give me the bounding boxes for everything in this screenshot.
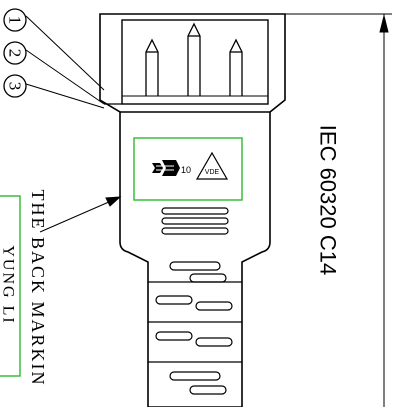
connector-type-label: IEC 60320 C14 (316, 125, 341, 275)
connector-body (99, 13, 286, 408)
pin-left (145, 38, 159, 96)
strain-relief (148, 261, 242, 395)
marking-leader-arrow (39, 196, 122, 233)
cert-logo-icon (152, 160, 180, 176)
pin-center (187, 22, 201, 96)
marking-area-box (133, 137, 243, 201)
back-marking-title: THE BACK MARKIN (28, 189, 48, 386)
socket-cavity (121, 19, 269, 105)
callout-leaders (25, 15, 105, 109)
callout-2-label: 2 (6, 49, 25, 58)
pin-right (229, 38, 243, 96)
callout-3-label: 3 (6, 82, 25, 91)
callout-1-label: 1 (6, 16, 25, 25)
vde-mark-text: VDE (205, 169, 220, 176)
back-marking-text: YUNG LI (0, 245, 17, 324)
dimension-line (285, 13, 392, 407)
vde-triangle-icon: VDE (195, 151, 229, 180)
callout-2: 2 (3, 41, 27, 65)
rating-mark: 10 (181, 165, 191, 175)
callout-1: 1 (3, 8, 27, 32)
grip-ribs (161, 207, 229, 235)
callout-3: 3 (3, 74, 27, 98)
back-marking-box (0, 195, 21, 377)
